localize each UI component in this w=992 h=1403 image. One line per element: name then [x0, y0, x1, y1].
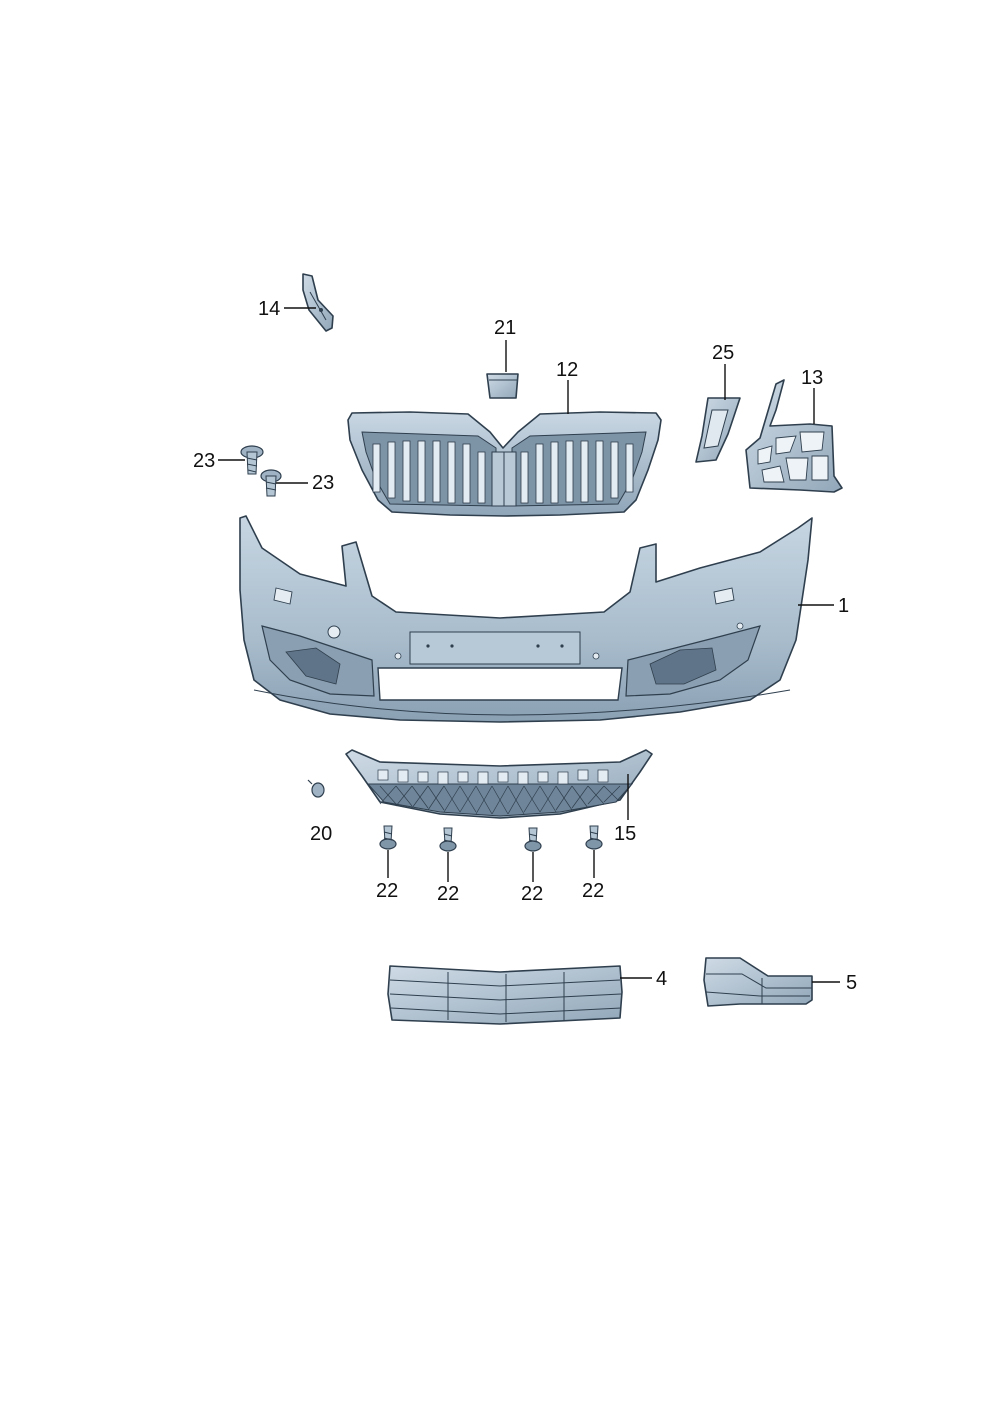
part-25-bracket — [695, 397, 741, 463]
label-20: 20 — [310, 823, 332, 845]
label-4: 4 — [656, 968, 667, 990]
part-22-screw-b — [439, 827, 457, 852]
label-22b: 22 — [437, 883, 459, 905]
grille-slats — [372, 440, 634, 504]
label-25: 25 — [712, 342, 734, 364]
part-21-emblem — [486, 373, 519, 399]
part-12-grille — [347, 411, 662, 517]
label-23a: 23 — [193, 450, 215, 472]
part-5-side-trim — [703, 957, 813, 1007]
part-20-clip — [307, 779, 325, 798]
part-14-bracket — [302, 273, 334, 332]
label-12: 12 — [556, 359, 578, 381]
label-21: 21 — [494, 317, 516, 339]
part-4-trim-strip — [387, 965, 623, 1025]
leader-lines — [218, 307, 840, 983]
label-5: 5 — [846, 972, 857, 994]
label-22a: 22 — [376, 880, 398, 902]
label-13: 13 — [801, 367, 823, 389]
part-22-screw-a — [379, 825, 397, 850]
label-23b: 23 — [312, 472, 334, 494]
part-22-screw-d — [585, 825, 603, 850]
part-23-screw-a — [240, 445, 264, 475]
part-1-bumper-cover — [239, 515, 813, 723]
label-14: 14 — [258, 298, 280, 320]
label-22c: 22 — [521, 883, 543, 905]
part-13-bracket — [745, 379, 843, 493]
part-23-screw-b — [260, 469, 282, 497]
part-number-labels: 14 21 12 25 13 23 23 1 20 15 22 22 22 22… — [193, 298, 857, 994]
label-22d: 22 — [582, 880, 604, 902]
label-1: 1 — [838, 595, 849, 617]
part-15-lower-guide — [345, 749, 653, 819]
label-15: 15 — [614, 823, 636, 845]
part-22-screw-c — [524, 827, 542, 852]
